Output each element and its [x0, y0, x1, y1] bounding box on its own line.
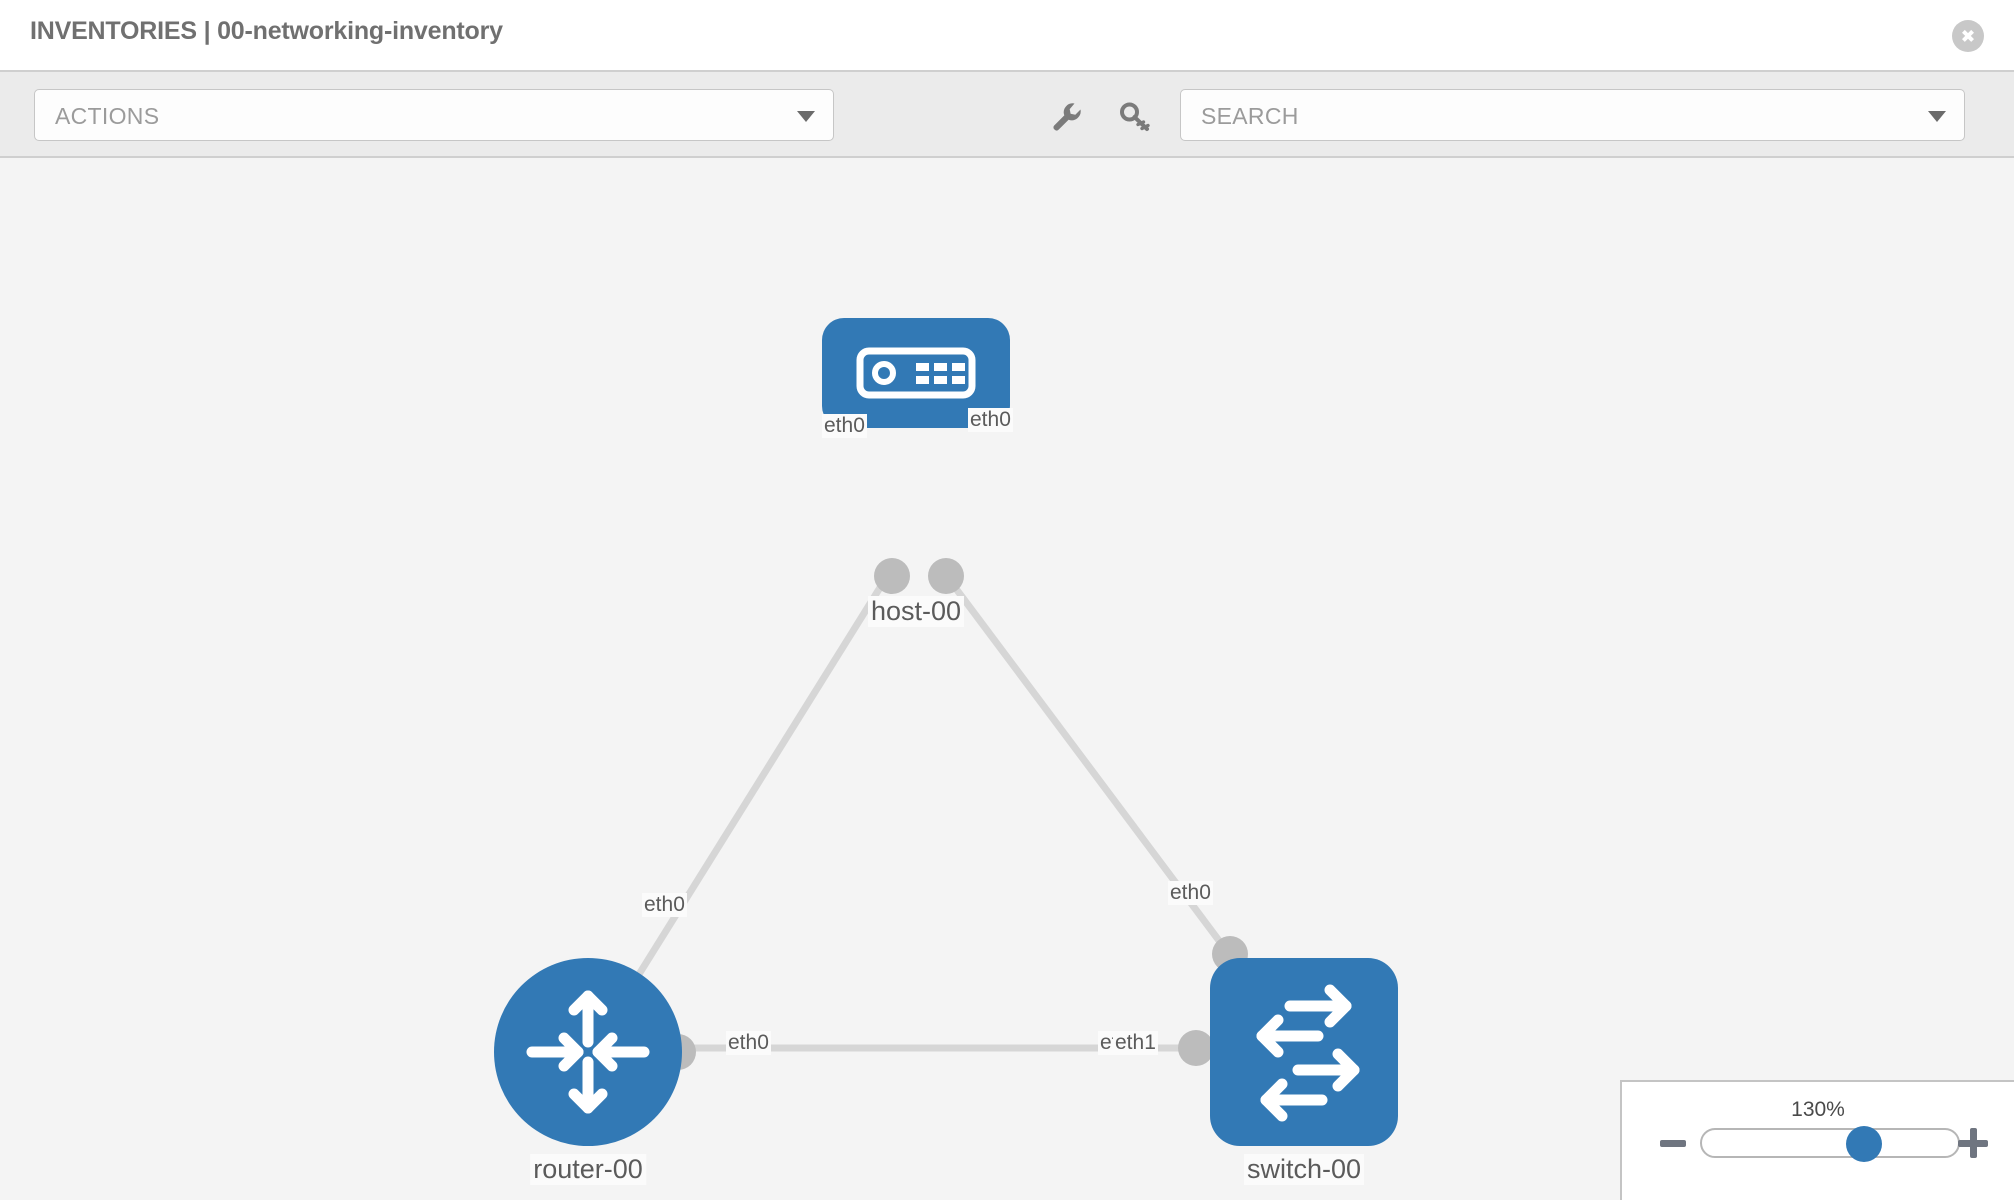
zoom-slider-thumb[interactable] — [1846, 1126, 1882, 1162]
topology-links — [605, 575, 1235, 1052]
actions-dropdown-label: ACTIONS — [55, 103, 160, 129]
interface-handle-switch-left[interactable] — [1178, 1030, 1214, 1066]
search-input[interactable]: SEARCH — [1180, 89, 1965, 141]
node-label-host-00: host-00 — [867, 596, 965, 627]
actions-dropdown[interactable]: ACTIONS — [34, 89, 834, 141]
edge-label-host-left: eth0 — [822, 414, 867, 438]
toolbar: ACTIONS SEARCH — [0, 70, 2014, 158]
interface-handle-host-left[interactable] — [874, 558, 910, 594]
chevron-down-icon[interactable] — [1928, 111, 1946, 122]
zoom-level-label: 130% — [1791, 1098, 1845, 1121]
node-switch-00[interactable]: switch-00 — [1178, 936, 1398, 1185]
node-router-00[interactable]: router-00 — [494, 958, 696, 1185]
wrench-icon[interactable] — [1050, 100, 1084, 134]
router-node-shape[interactable] — [494, 958, 682, 1146]
node-label-switch-00: switch-00 — [1243, 1154, 1365, 1185]
edge-label-switch-uplink: eth0 — [1168, 881, 1213, 905]
key-icon[interactable] — [1118, 100, 1152, 134]
edge-label-router-right: eth0 — [726, 1031, 771, 1055]
chevron-down-icon — [797, 111, 815, 122]
server-icon — [856, 347, 976, 399]
switch-node-shape[interactable] — [1210, 958, 1398, 1146]
zoom-slider-track[interactable] — [1700, 1126, 1960, 1162]
interface-handle-host-right[interactable] — [928, 558, 964, 594]
page-title: INVENTORIES | 00-networking-inventory — [30, 17, 503, 45]
switch-arrows-icon — [1256, 984, 1360, 1122]
page-header: INVENTORIES | 00-networking-inventory — [0, 0, 2014, 70]
node-label-router-00: router-00 — [530, 1154, 646, 1185]
edge-label-host-right: eth0 — [968, 408, 1013, 432]
search-placeholder: SEARCH — [1201, 103, 1299, 129]
topology-canvas[interactable]: host-00 eth0 eth0 — [0, 158, 2014, 1200]
edge-label-switch-left: eth1 — [1113, 1031, 1158, 1055]
zoom-in-button[interactable] — [1958, 1128, 1988, 1158]
edge-label-router-uplink: eth0 — [642, 893, 687, 917]
zoom-out-button[interactable] — [1660, 1140, 1686, 1147]
close-icon[interactable] — [1952, 20, 1984, 52]
zoom-control-panel: 130% — [1620, 1080, 2014, 1200]
router-arrows-icon — [526, 990, 650, 1114]
